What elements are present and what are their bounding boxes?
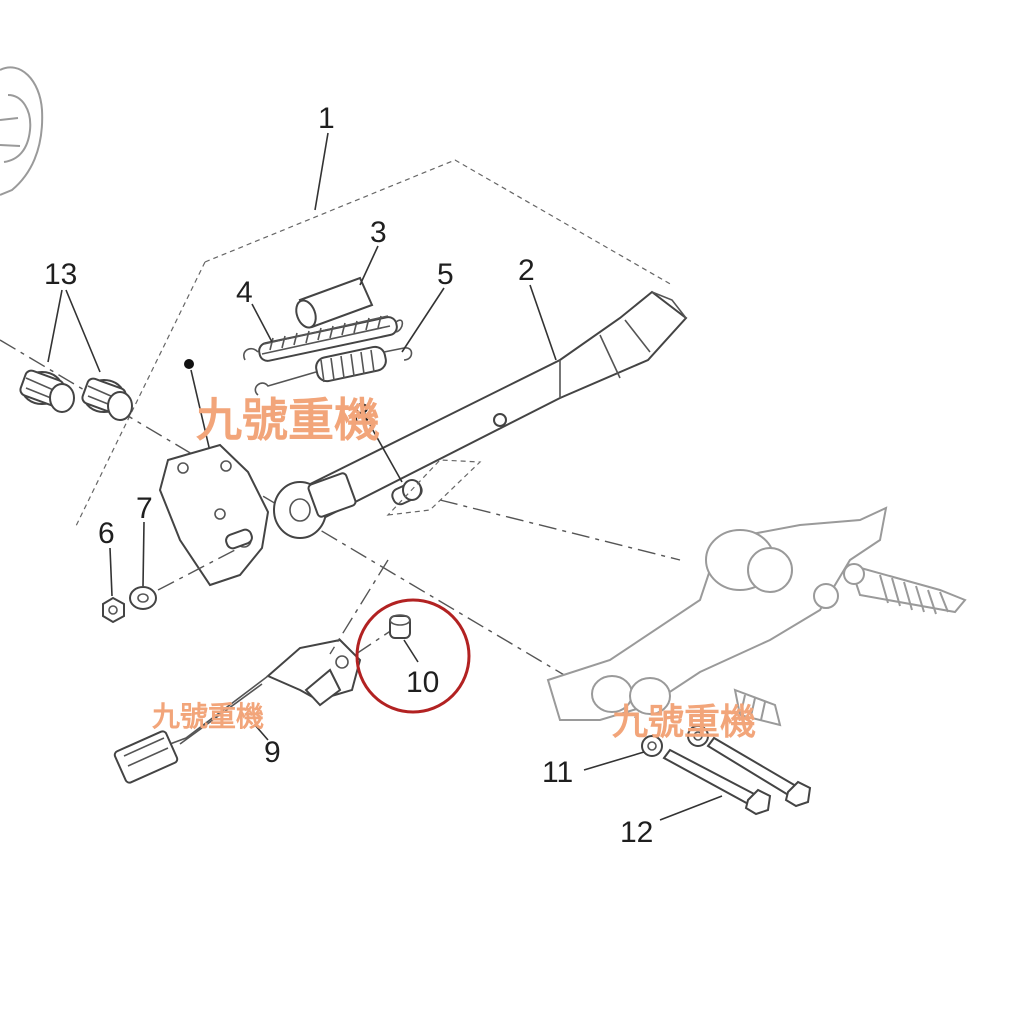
callout-4: 4 [236, 276, 253, 309]
callout-2: 2 [518, 254, 535, 287]
callout-10: 10 [406, 666, 439, 699]
spring-4 [243, 315, 404, 362]
assembly-axis [0, 339, 641, 721]
leader-dot [190, 369, 213, 461]
callout-7: 7 [136, 492, 153, 525]
sensor-drop [329, 559, 389, 655]
callout-1: 1 [318, 102, 335, 135]
damper-13 [19, 369, 133, 421]
reference-dot [184, 359, 194, 369]
callout-13: 13 [44, 258, 77, 291]
callout-12: 12 [620, 816, 653, 849]
leader-10 [403, 639, 419, 663]
sensor-axis [355, 627, 396, 655]
spring-5 [254, 345, 413, 396]
bolt-10 [389, 614, 411, 639]
callout-9: 9 [264, 736, 281, 769]
callout-11: 11 [542, 756, 573, 789]
nut-6 [102, 596, 125, 624]
mounting-bracket [158, 443, 270, 587]
leader-7 [142, 521, 145, 587]
pin-8-guide [386, 459, 482, 516]
sensor-switch-9 [113, 638, 362, 784]
footpeg-bracket-ghost [546, 506, 967, 727]
leader-3 [359, 245, 379, 286]
pin-8 [391, 479, 423, 506]
highlight-circle-10 [355, 598, 471, 714]
leader-5 [401, 287, 445, 353]
watermark-left: 九號重機 [152, 700, 264, 733]
leader-12 [659, 795, 723, 821]
bolt-axis-6-7 [157, 549, 236, 591]
leader-11 [583, 751, 645, 771]
leader-9 [254, 724, 269, 741]
assembly-axis-right [439, 499, 681, 561]
washer-11 [641, 725, 709, 757]
engine-fragment [0, 66, 44, 196]
leader-6 [109, 547, 113, 597]
assembly-1-outline [74, 159, 673, 529]
bolt-12 [662, 736, 812, 816]
leader-13 [47, 289, 101, 373]
watermark-right: 九號重機 [612, 702, 756, 743]
callout-6: 6 [98, 517, 115, 550]
leader-8 [369, 424, 403, 483]
leader-1 [314, 132, 329, 211]
callout-3: 3 [370, 216, 387, 249]
leader-2 [529, 284, 557, 361]
watermark-center: 九號重機 [196, 393, 380, 447]
side-stand-2 [273, 290, 688, 539]
bushing-3 [295, 276, 374, 329]
callout-5: 5 [437, 258, 454, 291]
washer-7 [129, 586, 157, 610]
callout-8: 8 [353, 398, 370, 431]
leader-4 [251, 303, 273, 343]
